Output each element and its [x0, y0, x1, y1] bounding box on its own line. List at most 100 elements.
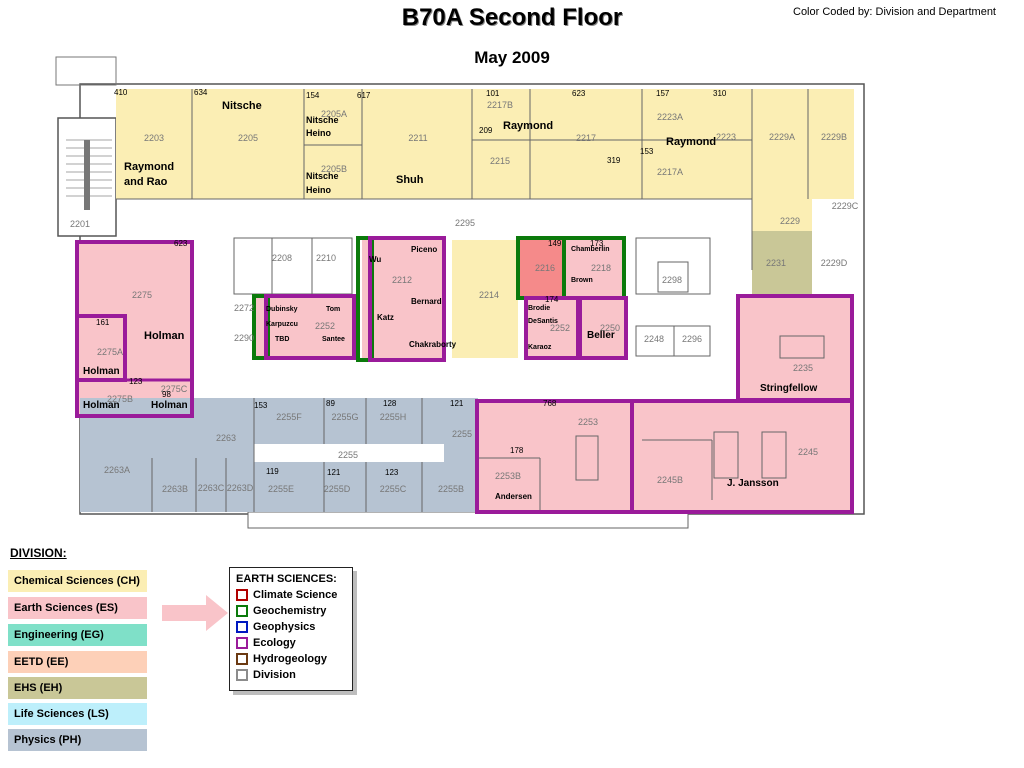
room-number: 2295	[455, 218, 475, 228]
occupant-name: Karpuzcu	[266, 321, 298, 328]
occupant-name: TBD	[275, 336, 289, 343]
small-number: 161	[96, 318, 110, 327]
room-number: 2205	[238, 133, 258, 143]
room-number: 2229	[780, 216, 800, 226]
room-number: 2201	[70, 219, 90, 229]
room-number: 2255B	[438, 484, 464, 494]
occupant-name: Holman	[151, 400, 188, 411]
small-number: 623	[174, 239, 188, 248]
small-number: 319	[607, 156, 621, 165]
occupant-name: Brown	[571, 277, 593, 284]
small-number: 89	[326, 399, 335, 408]
occupant-name: Heino	[306, 185, 332, 195]
zone-2211	[362, 89, 472, 199]
color-coded-by-note: Color Coded by: Division and Department	[793, 6, 996, 18]
room-number: 2245	[798, 447, 818, 457]
square-swatch-icon	[236, 668, 248, 681]
small-number: 154	[306, 91, 320, 100]
occupant-name: Karaoz	[528, 344, 552, 351]
zone-2223	[642, 89, 752, 199]
occupant-name: J. Jansson	[727, 478, 779, 489]
occupant-name: Holman	[83, 400, 120, 411]
earth-sciences-legend: EARTH SCIENCES: Climate Science Geochemi…	[229, 567, 353, 691]
ecology-outline-2212	[368, 236, 446, 362]
room-number: 2255	[452, 429, 472, 439]
ecology-outline-2245	[630, 399, 854, 514]
zone-2229	[752, 199, 812, 231]
small-number: 153	[254, 401, 268, 410]
occupant-labels: Nitsche Nitsche Heino Nitsche Heino Raym…	[83, 100, 817, 501]
zone-2252-west	[256, 298, 354, 358]
occupant-name: Beller	[587, 330, 615, 341]
occupant-name: Santee	[322, 336, 345, 343]
room-number: 2298	[662, 275, 682, 285]
room-number: 2218	[591, 263, 611, 273]
division-engineering: Engineering (EG)	[8, 624, 147, 646]
room-number: 2205A	[321, 109, 347, 119]
occupant-name: Chamberlin	[571, 246, 610, 253]
occupant-name: Piceno	[411, 245, 437, 254]
room-number: 2296	[682, 334, 702, 344]
division-physics: Physics (PH)	[8, 729, 147, 751]
small-number: 173	[590, 239, 604, 248]
occupant-name: DeSantis	[528, 318, 558, 325]
ecology-outline-2252	[264, 294, 356, 360]
occupant-name: Raymond	[503, 120, 553, 132]
page-title: B70A Second Floor	[401, 4, 623, 31]
earth-sciences-zone	[78, 240, 852, 512]
room-number: 2217A	[657, 167, 683, 177]
page-subtitle: May 2009	[474, 48, 550, 67]
zone-2203	[116, 89, 192, 199]
legend-item-division: Division	[236, 668, 352, 681]
occupant-name: Nitsche	[222, 100, 262, 112]
small-number: 101	[486, 89, 500, 98]
zone-2229b	[808, 89, 854, 199]
room-number: 2214	[479, 290, 499, 300]
zone-2229a	[752, 89, 808, 199]
legend-item-hydrogeology: Hydrogeology	[236, 652, 352, 665]
square-swatch-icon	[236, 636, 248, 649]
occupant-name: Nitsche	[306, 171, 339, 181]
small-number: 157	[656, 89, 670, 98]
occupant-name: Nitsche	[306, 115, 339, 125]
small-number: 119	[266, 467, 279, 476]
room-number: 2229D	[821, 258, 848, 268]
zone-2205b	[304, 145, 362, 199]
small-number: 174	[545, 295, 559, 304]
small-number: 153	[640, 147, 654, 156]
division-eetd: EETD (EE)	[8, 651, 147, 673]
zone-2218	[564, 240, 622, 296]
room-number: 2211	[408, 133, 427, 143]
square-swatch-icon	[236, 604, 248, 617]
room-number: 2217B	[487, 100, 513, 110]
zone-2217	[530, 89, 642, 199]
room-number: 2255E	[268, 484, 294, 494]
square-swatch-icon	[236, 588, 248, 601]
zone-2231-ehs	[752, 231, 812, 294]
room-number: 2255D	[324, 484, 351, 494]
room-number: 2223A	[657, 112, 683, 122]
zone-2253	[478, 402, 632, 512]
small-number: 178	[510, 446, 524, 455]
square-swatch-icon	[236, 652, 248, 665]
legend-item-ecology: Ecology	[236, 636, 352, 649]
room-number: 2210	[316, 253, 336, 263]
division-earth: Earth Sciences (ES)	[8, 597, 147, 619]
room-number: 2252	[550, 323, 570, 333]
zone-2252-east	[526, 298, 578, 358]
small-number: 623	[572, 89, 586, 98]
small-number: 121	[450, 399, 464, 408]
room-number: 2275A	[97, 347, 123, 357]
legend-item-geochemistry: Geochemistry	[236, 604, 352, 617]
small-number: 617	[357, 91, 371, 100]
zone-2215	[472, 89, 530, 199]
occupant-name: Heino	[306, 128, 332, 138]
room-number: 2255H	[380, 412, 407, 422]
room-number: 2231	[766, 258, 786, 268]
department-outlines	[75, 236, 854, 514]
small-number: 310	[713, 89, 727, 98]
zone-2205a	[304, 89, 362, 145]
room-number: 2223	[716, 132, 736, 142]
zone-2216	[520, 240, 562, 296]
small-number: 128	[383, 399, 397, 408]
